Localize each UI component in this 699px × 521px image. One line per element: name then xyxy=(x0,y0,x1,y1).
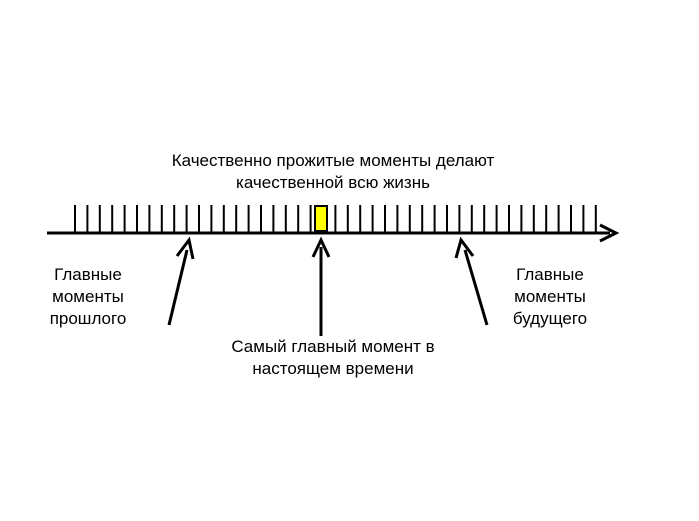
past-caption-line-1: Главные xyxy=(54,265,122,284)
past-caption-line-3: прошлого xyxy=(49,309,127,328)
present-caption-line-1: Самый главный момент в xyxy=(231,337,435,356)
top-caption-line-1: Качественно прожитые моменты делают xyxy=(171,151,495,170)
future-arrow-shaft xyxy=(463,249,489,326)
top-caption-line-2: качественной всю жизнь xyxy=(236,173,430,192)
present-arrow-head xyxy=(311,236,331,258)
top-caption: Качественно прожитые моменты делают каче… xyxy=(0,150,666,194)
past-caption: Главные моменты прошлого xyxy=(38,264,138,330)
present-caption-line-2: настоящем времени xyxy=(252,359,414,378)
timeline-axis-arrowhead xyxy=(599,223,620,243)
future-arrow-head xyxy=(454,236,475,259)
past-arrow-shaft xyxy=(167,249,189,326)
past-arrow-head xyxy=(175,236,195,260)
future-caption-line-2: моменты xyxy=(514,287,586,306)
future-caption-line-1: Главные xyxy=(516,265,584,284)
future-caption-line-3: будущего xyxy=(512,309,588,328)
present-caption: Самый главный момент в настоящем времени xyxy=(200,336,466,380)
future-caption: Главные моменты будущего xyxy=(500,264,600,330)
present-moment-marker xyxy=(314,205,328,232)
timeline-ticks xyxy=(74,205,597,233)
past-caption-line-2: моменты xyxy=(52,287,124,306)
